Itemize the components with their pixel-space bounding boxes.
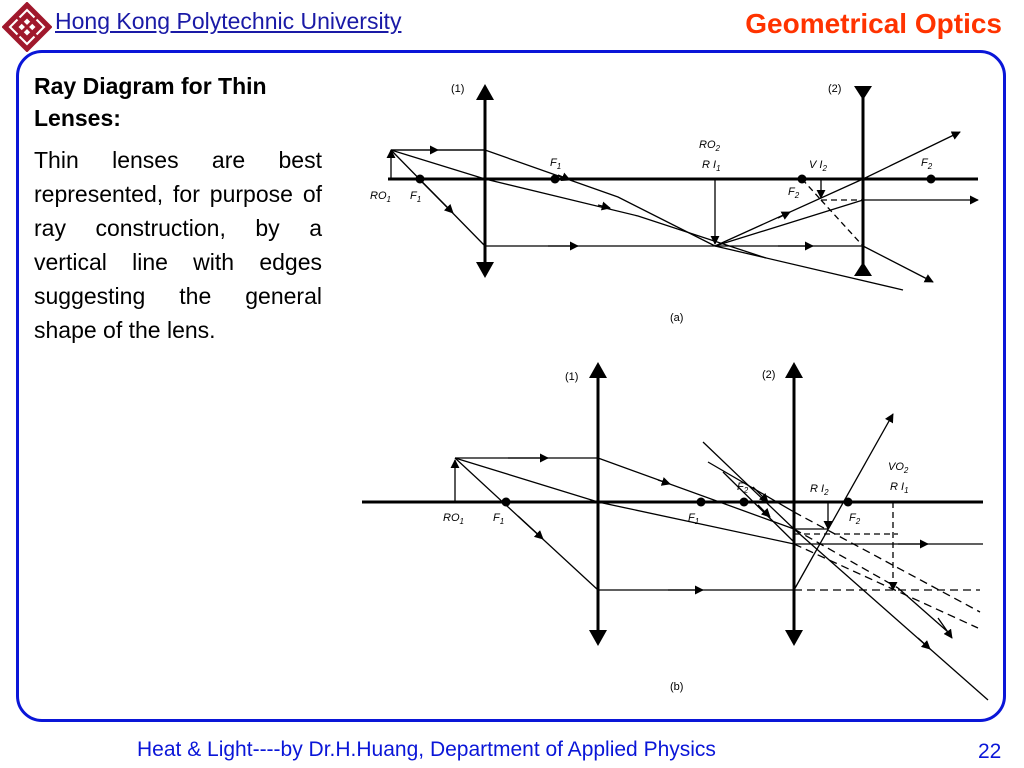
diagram-b-lens1-label: (1) xyxy=(565,371,578,383)
footer-text: Heat & Light----by Dr.H.Huang, Departmen… xyxy=(137,738,716,761)
diagram-b-ri2-label: R I2 xyxy=(810,483,829,497)
slide-body-text: Thin lenses are best represented, for pu… xyxy=(34,147,322,343)
diagram-a-ro1-label: RO1 xyxy=(370,190,391,204)
slide-topic: Geometrical Optics xyxy=(745,8,1002,39)
diagram-b-f1b-label: F1 xyxy=(688,512,699,526)
diagram-b-f1-label: F1 xyxy=(493,512,504,526)
content-frame xyxy=(16,50,1006,722)
diagram-b-f2b-label: F2 xyxy=(849,512,861,526)
slide-heading: Ray Diagram for Thin Lenses: xyxy=(34,73,267,131)
university-link[interactable]: Hong Kong Polytechnic University xyxy=(55,8,402,34)
diagram-a-f1-label: F1 xyxy=(550,157,561,171)
diagram-b-lens2-label: (2) xyxy=(762,369,775,381)
diagram-b-f2a-label: F2 xyxy=(737,481,749,495)
diagram-a-labels: (1) (2) F1 RO2 R I1 V I2 F2 F2 RO1 F1 (a… xyxy=(370,83,933,324)
diagram-a xyxy=(386,84,979,291)
university-logo-icon xyxy=(1,1,53,53)
diagram-a-caption: (a) xyxy=(670,312,683,324)
diagram-a-ri1-label: R I1 xyxy=(702,159,721,173)
diagram-b-ro1-label: RO1 xyxy=(443,512,464,526)
diagram-a-f1b-label: F1 xyxy=(410,190,421,204)
diagram-a-lens2-label: (2) xyxy=(828,83,841,95)
page-number: 22 xyxy=(978,740,1002,763)
diagram-a-ro2-label: RO2 xyxy=(699,139,721,153)
ray-diagrams: (1) (2) F1 RO2 R I1 V I2 F2 F2 RO1 F1 (a… xyxy=(362,83,989,701)
diagram-b-caption: (b) xyxy=(670,681,683,693)
diagram-b-labels: (1) (2) F2 R I2 VO2 R I1 RO1 F1 F1 F2 (b… xyxy=(443,369,909,693)
diagram-b-ri1-label: R I1 xyxy=(890,481,909,495)
diagram-b-vo2-label: VO2 xyxy=(888,461,909,475)
diagram-a-lens1-label: (1) xyxy=(451,83,464,95)
diagram-a-vi2-label: V I2 xyxy=(809,159,827,173)
diagram-a-f2b-label: F2 xyxy=(788,186,800,200)
diagram-b xyxy=(362,362,989,701)
diagram-a-f2-label: F2 xyxy=(921,157,933,171)
